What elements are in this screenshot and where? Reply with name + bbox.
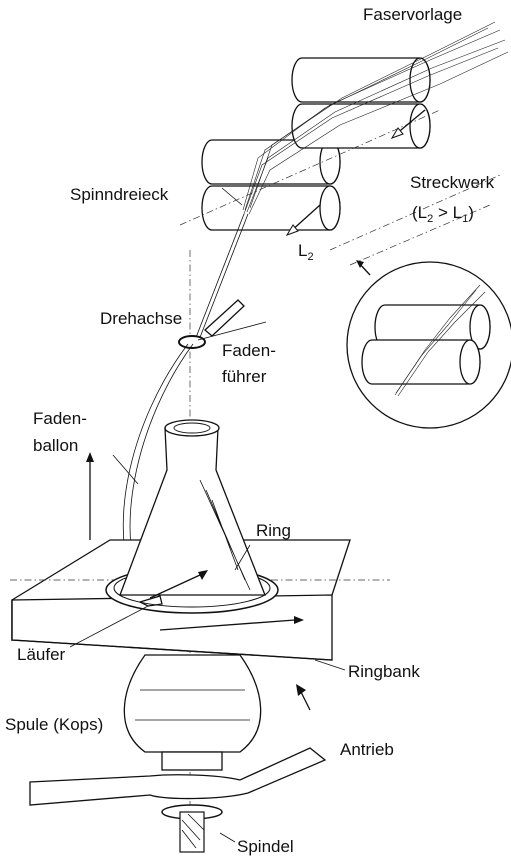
label-l2: L2 <box>298 241 314 263</box>
magnified-inset <box>346 260 511 429</box>
label-spule: Spule (Kops) <box>5 715 103 734</box>
drive-belt <box>29 684 327 806</box>
label-laeufer: Läufer <box>17 645 66 664</box>
label-ringbank: Ringbank <box>348 662 420 681</box>
label-fadenfuehrer-1: Faden- <box>222 341 276 360</box>
label-antrieb: Antrieb <box>340 740 394 759</box>
traveller <box>138 595 163 607</box>
label-faservorlage: Faservorlage <box>363 5 462 24</box>
bobbin-upper <box>119 419 266 596</box>
fiber-roving <box>242 21 509 215</box>
bobbin-lower <box>123 654 262 771</box>
label-drehachse: Drehachse <box>100 309 182 328</box>
label-streckwerk: Streckwerk <box>410 173 495 192</box>
label-spinndreieck: Spinndreieck <box>70 185 169 204</box>
spindle <box>161 804 223 853</box>
label-fadenballon-1: Faden- <box>33 409 87 428</box>
label-fadenfuehrer-2: führer <box>222 367 267 386</box>
label-streckwerk-condition: (L2 > L1) <box>412 203 474 225</box>
label-fadenballon-2: ballon <box>33 436 78 455</box>
back-roller-pair <box>291 57 431 149</box>
label-ring: Ring <box>256 521 291 540</box>
label-spindel: Spindel <box>237 837 294 856</box>
front-roller-pair <box>201 139 341 231</box>
